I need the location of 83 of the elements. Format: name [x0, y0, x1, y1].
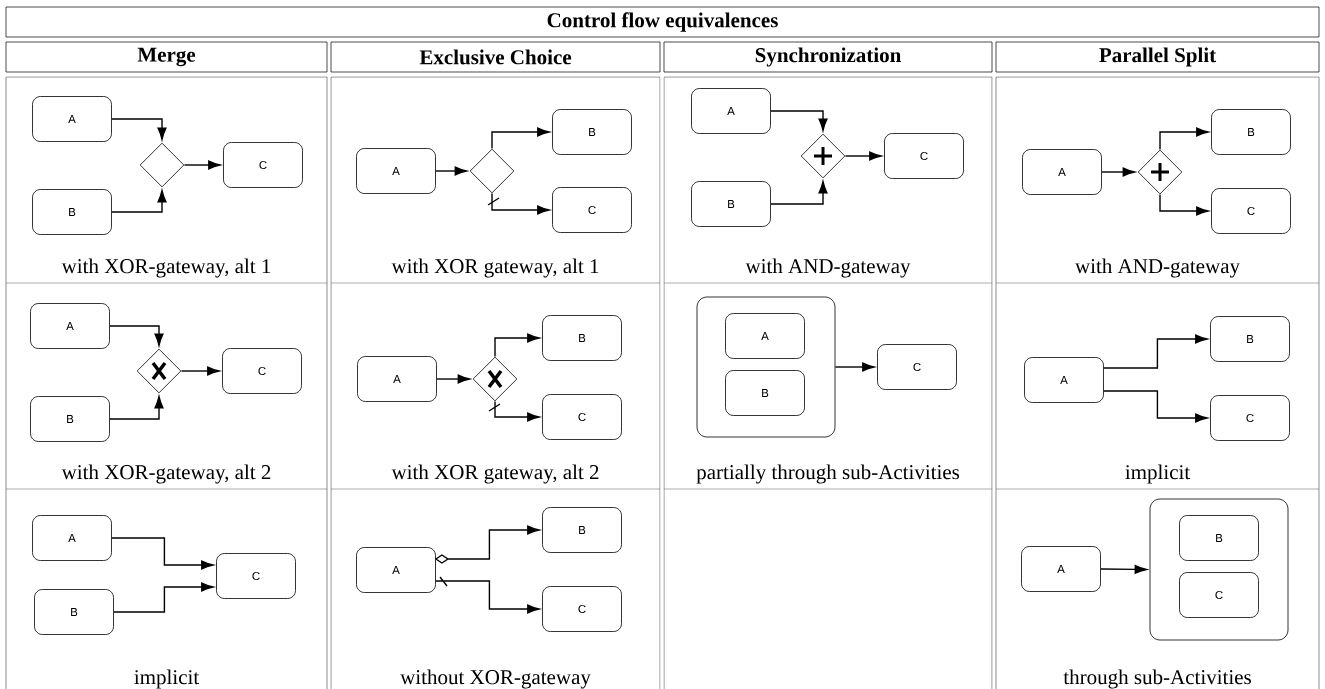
caption: through sub-Activities — [1063, 669, 1251, 689]
arrow — [1159, 127, 1209, 151]
gateway-diamond — [800, 133, 846, 179]
task-box: B — [1210, 316, 1290, 362]
gateway-diamond — [472, 356, 518, 402]
arrow — [770, 180, 828, 205]
arrow — [180, 366, 220, 376]
arrow — [435, 166, 468, 176]
task-box: B — [552, 109, 632, 155]
task-box: A — [1022, 149, 1102, 195]
task-box: B — [725, 370, 805, 416]
title-cell: Control flow equivalences — [5, 6, 1320, 38]
task-box: A — [32, 515, 112, 561]
arrow — [111, 189, 167, 213]
task-box: A — [30, 303, 110, 349]
arrow — [111, 537, 214, 570]
caption: with AND-gateway — [1075, 258, 1240, 278]
arrow — [491, 127, 550, 150]
arrow — [494, 333, 540, 358]
arrow — [435, 525, 540, 564]
task-box: C — [223, 142, 303, 188]
arrow — [1103, 334, 1208, 369]
arrow — [1101, 167, 1136, 177]
task-box: C — [877, 344, 957, 390]
subprocess-box — [696, 296, 836, 438]
task-box: C — [552, 187, 632, 233]
arrow — [1100, 564, 1148, 574]
gateway-diamond — [139, 142, 185, 188]
gateway-diamond — [469, 148, 515, 194]
task-box: B — [32, 189, 112, 235]
task-box: B — [1179, 515, 1259, 561]
arrow — [109, 325, 164, 347]
task-box: C — [222, 348, 302, 394]
task-box: C — [1179, 572, 1259, 618]
header-cell: Synchronization — [663, 41, 993, 73]
task-box: C — [542, 394, 622, 440]
task-box: B — [691, 181, 771, 227]
task-box: C — [1211, 188, 1291, 234]
task-box: C — [884, 133, 964, 179]
arrow — [834, 362, 875, 372]
caption: implicit — [1125, 464, 1191, 484]
caption: with XOR-gateway, alt 1 — [61, 258, 271, 278]
caption: implicit — [134, 669, 200, 689]
task-box: B — [34, 589, 114, 635]
subprocess-box — [1149, 498, 1289, 641]
gateway-diamond — [136, 348, 182, 394]
caption: with XOR gateway, alt 1 — [391, 258, 599, 278]
arrow — [1159, 193, 1209, 216]
caption: without XOR-gateway — [400, 669, 591, 689]
arrow — [436, 374, 471, 384]
arrow — [1103, 390, 1208, 423]
arrow — [111, 118, 167, 141]
arrow — [109, 395, 164, 420]
arrow — [435, 576, 540, 614]
task-box: C — [216, 553, 296, 599]
task-box: A — [1024, 357, 1104, 403]
arrow — [844, 151, 882, 161]
caption: with XOR gateway, alt 2 — [391, 464, 599, 484]
header-cell: Merge — [5, 41, 328, 73]
task-box: A — [691, 88, 771, 134]
task-box: A — [725, 313, 805, 359]
arrow — [113, 582, 214, 613]
arrow — [770, 110, 828, 132]
task-box: A — [357, 356, 437, 402]
arrow — [183, 160, 221, 170]
caption: partially through sub-Activities — [696, 464, 960, 484]
task-box: C — [1210, 395, 1290, 441]
task-box: B — [1211, 109, 1291, 155]
task-box: B — [30, 396, 110, 442]
gateway-diamond — [1137, 149, 1183, 195]
task-box: B — [542, 507, 622, 553]
arrow — [487, 192, 550, 215]
header-cell: Parallel Split — [995, 41, 1320, 73]
caption: with AND-gateway — [745, 258, 911, 278]
task-box: A — [1021, 546, 1101, 592]
header-cell: Exclusive Choice — [330, 41, 661, 73]
arrow — [488, 400, 540, 422]
task-box: B — [542, 315, 622, 361]
task-box: A — [356, 148, 436, 194]
task-box: A — [32, 96, 112, 142]
caption: with XOR-gateway, alt 2 — [61, 464, 271, 484]
task-box: A — [356, 547, 436, 593]
task-box: C — [542, 586, 622, 632]
